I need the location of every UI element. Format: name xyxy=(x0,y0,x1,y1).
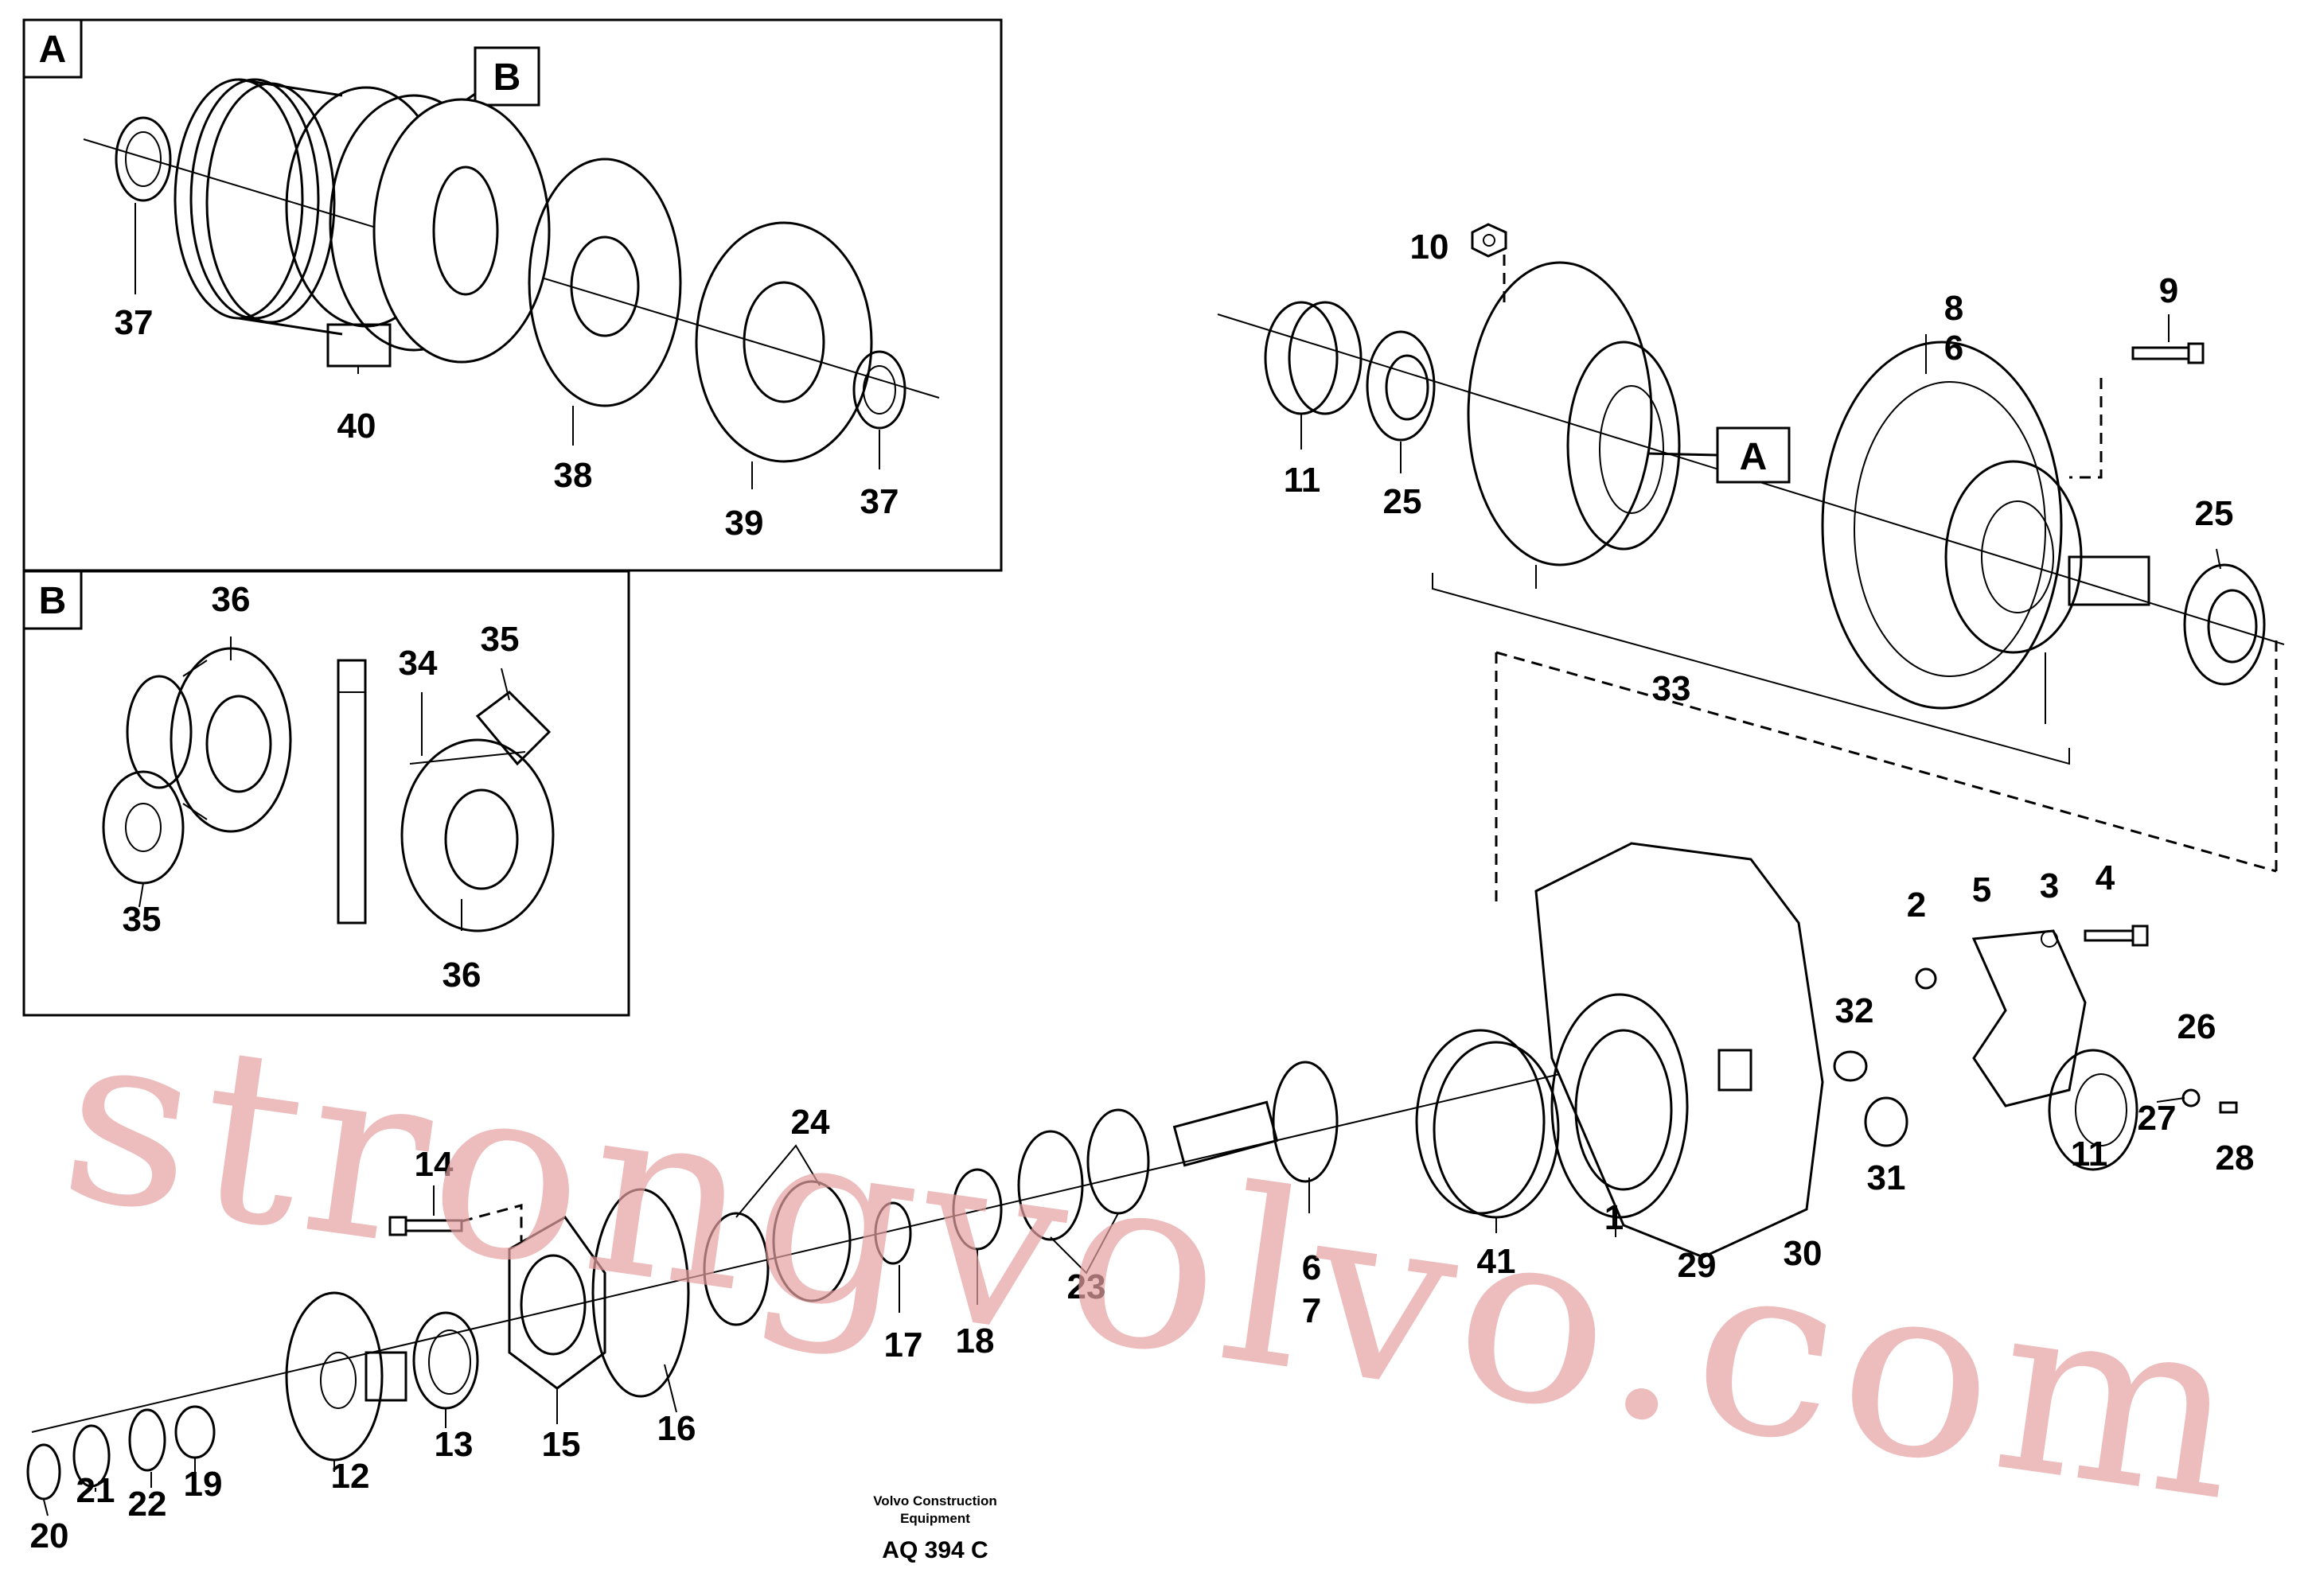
housing-assembly: 2 5 3 4 32 26 27 28 11 31 30 29 1 41 xyxy=(1415,842,2255,1285)
part-label: 28 xyxy=(2216,1139,2255,1178)
part-label: 37 xyxy=(860,482,899,521)
part-label: 3 xyxy=(2040,866,2059,905)
part-label: 38 xyxy=(554,456,593,495)
drawing-code: AQ 394 C xyxy=(882,1537,988,1563)
inset-b: B 36 34 35 35 36 xyxy=(22,570,630,1017)
part-label: 2 xyxy=(1907,886,1926,925)
part-label: 16 xyxy=(657,1409,696,1448)
part-label: 20 xyxy=(30,1516,69,1555)
part-label: 23 xyxy=(1067,1267,1106,1306)
pinion-shaft-assembly: 6 7 24 23 18 17 16 15 14 13 12 19 22 21 … xyxy=(26,1061,1561,1555)
part-label: 27 xyxy=(2138,1099,2177,1138)
part-label: 36 xyxy=(212,580,251,619)
part-label: 5 xyxy=(1972,870,1991,909)
part-label: 25 xyxy=(2195,494,2234,533)
part-label: 39 xyxy=(725,504,764,543)
part-label: 17 xyxy=(884,1325,923,1364)
inset-a: A B 37 40 38 xyxy=(22,18,1003,572)
part-label: 14 xyxy=(415,1145,454,1184)
part-label: 36 xyxy=(442,956,481,995)
part-label: 29 xyxy=(1678,1246,1717,1285)
part-label: 32 xyxy=(1835,991,1874,1030)
part-label: 11 xyxy=(1284,461,1321,500)
watermark: strongvolvo.com xyxy=(48,975,2262,1555)
callout-a-letter: A xyxy=(1740,436,1768,478)
part-label: 41 xyxy=(1477,1242,1516,1281)
part-label: 1 xyxy=(1604,1198,1624,1237)
part-label: 18 xyxy=(956,1322,995,1360)
callout-b-letter: B xyxy=(493,56,521,99)
part-label: 34 xyxy=(399,644,438,683)
part-label: 35 xyxy=(123,900,162,939)
part-label: 8 xyxy=(1944,289,1963,328)
part-label: 33 xyxy=(1652,669,1691,708)
part-label: 30 xyxy=(1784,1234,1823,1273)
part-label: 35 xyxy=(481,620,520,659)
footer: Volvo Construction Equipment AQ 394 C xyxy=(873,1493,997,1563)
maker-line-2: Equipment xyxy=(900,1511,970,1526)
part-label: 37 xyxy=(115,303,154,342)
part-label: 11 xyxy=(2071,1135,2108,1174)
part-label: 21 xyxy=(76,1471,115,1510)
part-label: 13 xyxy=(435,1425,474,1464)
part-label: 10 xyxy=(1410,228,1449,267)
part-label: 7 xyxy=(1302,1291,1321,1330)
part-label: 6 xyxy=(1944,329,1963,368)
part-label: 25 xyxy=(1383,482,1422,521)
inset-b-letter: B xyxy=(39,580,67,622)
part-label: 22 xyxy=(128,1485,167,1524)
part-label: 4 xyxy=(2096,858,2115,897)
maker-line-1: Volvo Construction xyxy=(873,1493,997,1508)
part-label: 9 xyxy=(2159,271,2178,310)
differential-assembly: A 10 11 25 8 6 9 25 33 xyxy=(1217,223,2285,907)
inset-a-letter: A xyxy=(39,29,67,71)
part-label: 40 xyxy=(337,407,376,446)
part-label: 26 xyxy=(2177,1007,2216,1046)
part-label: 19 xyxy=(184,1465,223,1504)
part-label: 15 xyxy=(542,1425,581,1464)
part-label: 31 xyxy=(1867,1158,1906,1197)
part-label: 24 xyxy=(791,1103,830,1142)
part-label: 6 xyxy=(1302,1248,1321,1287)
part-label: 12 xyxy=(331,1457,370,1496)
